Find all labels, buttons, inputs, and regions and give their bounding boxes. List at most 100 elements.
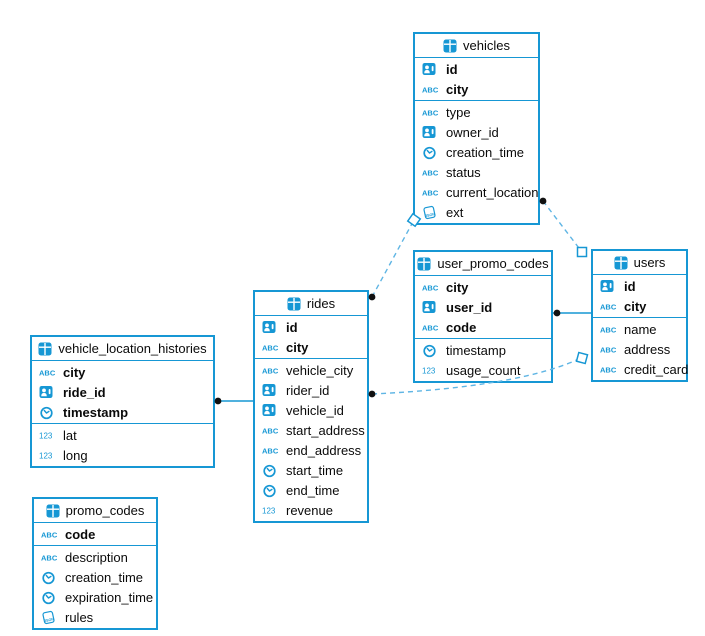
field-label: rules [65,609,94,625]
relation-endpoint-dot [214,397,222,405]
table-header-rides[interactable]: rides [255,292,367,316]
field-users-id[interactable]: id [593,276,686,296]
abc-icon: ABC [600,300,618,312]
field-label: code [65,526,96,542]
number-icon: 123 [39,449,57,461]
svg-text:ABC: ABC [422,86,439,95]
field-rides-vehicle_id[interactable]: vehicle_id [255,400,367,420]
field-label: city [624,298,647,314]
abc-icon: ABC [41,528,59,540]
json-icon: JSON [422,205,440,220]
field-rides-rider_id[interactable]: rider_id [255,380,367,400]
svg-text:ABC: ABC [41,554,58,563]
field-rides-id[interactable]: id [255,317,367,337]
table-title: vehicle_location_histories [58,341,207,356]
field-rides-end_time[interactable]: end_time [255,480,367,500]
svg-text:ABC: ABC [262,344,279,353]
table-header-vehicle_location_histories[interactable]: vehicle_location_histories [32,337,213,361]
field-label: vehicle_id [286,402,344,418]
id-badge-icon [600,279,618,293]
abc-icon: ABC [262,444,280,456]
relation-vehicles-users[interactable] [542,200,583,253]
field-label: start_address [286,422,365,438]
field-rides-start_time[interactable]: start_time [255,460,367,480]
relation-endpoint-square [576,246,588,258]
field-vehicles-creation_time[interactable]: creation_time [415,142,538,162]
field-vehicles-id[interactable]: id [415,59,538,79]
field-users-city[interactable]: ABC city [593,296,686,316]
field-promo_codes-expiration_time[interactable]: expiration_time [34,587,156,607]
table-title: vehicles [463,38,510,53]
svg-text:ABC: ABC [422,109,439,118]
table-header-user_promo_codes[interactable]: user_promo_codes [415,252,551,276]
field-label: usage_count [446,362,521,378]
field-label: creation_time [65,569,144,585]
table-header-vehicles[interactable]: vehicles [415,34,538,58]
clock-icon [422,145,440,160]
number-icon: 123 [262,504,280,516]
primary-key-section: ABC code [34,523,156,545]
field-user_promo_codes-timestamp[interactable]: timestamp [415,340,551,360]
field-vehicle_location_histories-ride_id[interactable]: ride_id [32,382,213,402]
field-vehicles-city[interactable]: ABC city [415,79,538,99]
field-vehicles-owner_id[interactable]: owner_id [415,122,538,142]
field-user_promo_codes-user_id[interactable]: user_id [415,297,551,317]
table-title: rides [306,296,336,311]
id-badge-icon [422,300,440,314]
field-label: long [63,447,88,463]
clock-icon [262,483,280,498]
abc-icon: ABC [600,343,618,355]
field-promo_codes-code[interactable]: ABC code [34,524,156,544]
field-vehicle_location_histories-long[interactable]: 123 long [32,445,213,465]
table-header-promo_codes[interactable]: promo_codes [34,499,156,523]
abc-icon: ABC [422,186,440,198]
abc-icon: ABC [262,341,280,353]
field-label: start_time [286,462,344,478]
svg-text:ABC: ABC [422,169,439,178]
field-vehicle_location_histories-timestamp[interactable]: timestamp [32,402,213,422]
id-badge-icon [422,125,440,139]
table-header-users[interactable]: users [593,251,686,275]
svg-text:ABC: ABC [422,284,439,293]
field-label: address [624,341,671,357]
table-title: users [633,255,666,270]
relation-endpoint-dot [368,390,376,398]
field-label: owner_id [446,124,499,140]
field-promo_codes-creation_time[interactable]: creation_time [34,567,156,587]
field-users-address[interactable]: ABC address [593,339,686,359]
field-label: end_time [286,482,340,498]
relation-rides-vehicles[interactable] [371,219,415,298]
field-label: city [446,81,469,97]
